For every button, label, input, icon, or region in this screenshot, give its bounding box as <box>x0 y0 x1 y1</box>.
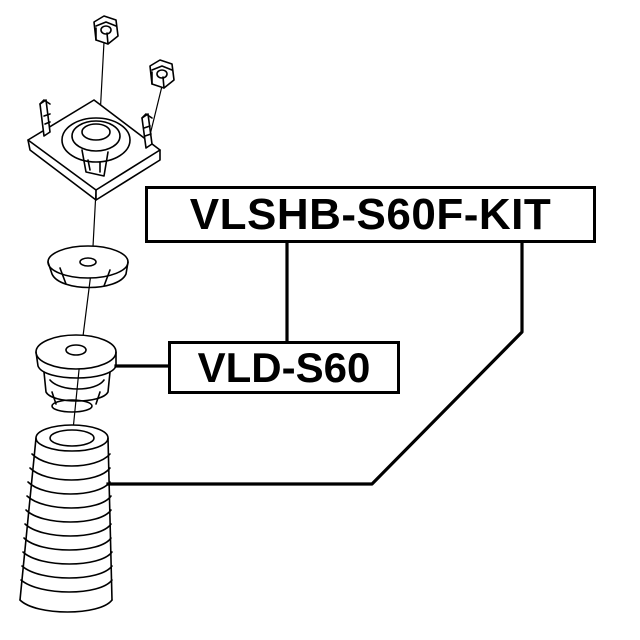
kit-part-number-label: VLSHB-S60F-KIT <box>145 186 596 243</box>
strut-mount-icon <box>27 99 161 201</box>
nut-side-icon <box>149 59 175 89</box>
kit-leader-boot <box>106 241 524 486</box>
mount-part-number-label: VLD-S60 <box>168 341 400 394</box>
washer-icon <box>47 245 129 289</box>
bump-stop-icon <box>35 334 117 413</box>
dust-boot-icon <box>19 424 113 613</box>
leader-lines <box>106 241 524 486</box>
nut-top-icon <box>93 15 119 45</box>
